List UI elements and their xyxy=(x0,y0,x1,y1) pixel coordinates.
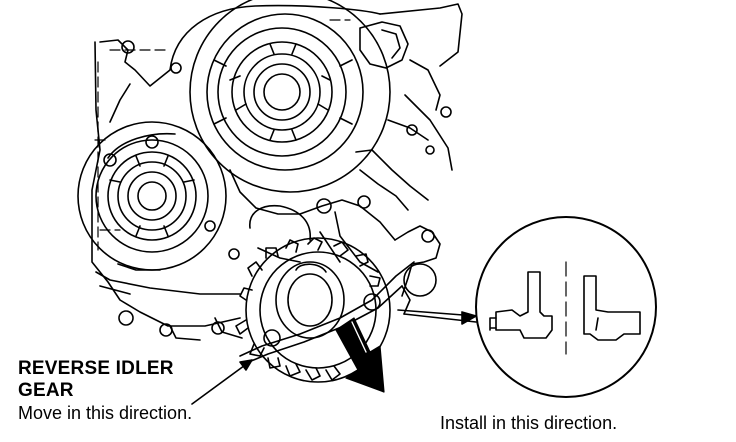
install-instruction-label: Install in this direction. xyxy=(440,413,618,433)
install-detail-circle xyxy=(475,216,657,398)
bolt-holes xyxy=(103,40,452,347)
reverse-idler-label-block: REVERSE IDLER GEAR Move in this directio… xyxy=(18,358,278,424)
main-shaft-bearing xyxy=(189,0,391,193)
reverse-idler-gear xyxy=(235,237,391,383)
detail-leader-line xyxy=(397,309,477,325)
move-direction-arrow xyxy=(335,317,385,393)
move-instruction-label: Move in this direction. xyxy=(18,403,193,423)
reverse-idler-gear-label: REVERSE IDLER GEAR xyxy=(18,358,174,401)
idler-leader-line xyxy=(191,359,253,405)
center-lines xyxy=(94,19,351,251)
countershaft-bearing xyxy=(77,121,227,271)
idler-bracket xyxy=(239,261,415,365)
